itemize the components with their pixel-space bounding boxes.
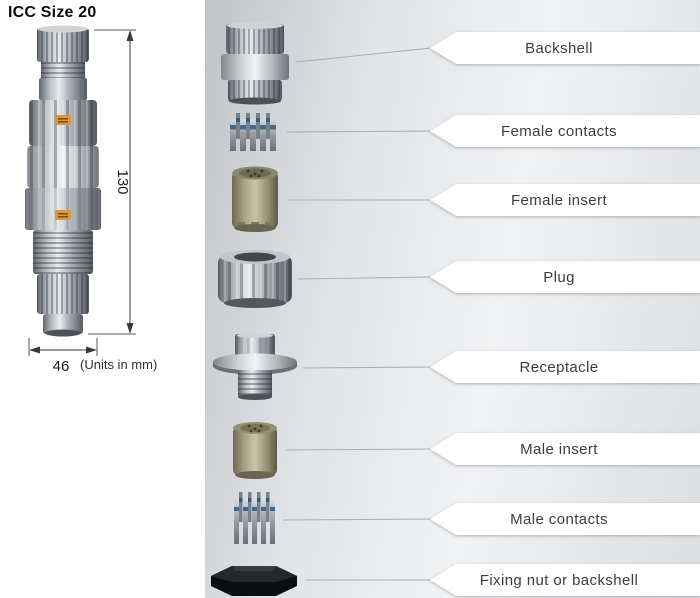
backshell-illustration (221, 22, 289, 105)
width-dimension (28, 338, 98, 356)
part-label: Male insert (430, 433, 700, 465)
width-dimension-value: 46 (53, 358, 70, 375)
callout-fixing-nut: Fixing nut or backshell (430, 564, 700, 596)
callout-plug: Plug (430, 261, 700, 293)
assembled-connector-illustration: 130 46 (25, 25, 136, 375)
female-insert-illustration (232, 166, 278, 232)
orange-marker-icon (55, 115, 71, 125)
part-label: Female insert (430, 184, 700, 216)
part-label: Backshell (430, 32, 700, 64)
callout-female-insert: Female insert (430, 184, 700, 216)
female-contacts-illustration (230, 113, 276, 151)
callout-male-insert: Male insert (430, 433, 700, 465)
part-label: Male contacts (430, 503, 700, 535)
part-label: Fixing nut or backshell (430, 564, 700, 596)
callout-female-contacts: Female contacts (430, 115, 700, 147)
part-label: Female contacts (430, 115, 700, 147)
page-title: ICC Size 20 (8, 4, 97, 21)
part-label: Plug (430, 261, 700, 293)
fixing-nut-illustration (211, 566, 297, 596)
male-insert-illustration (233, 422, 277, 479)
plug-illustration (218, 250, 292, 308)
units-note: (Units in mm) (80, 357, 158, 372)
height-dimension (88, 29, 136, 335)
callout-male-contacts: Male contacts (430, 503, 700, 535)
orange-marker-icon (55, 210, 71, 220)
part-label: Receptacle (430, 351, 700, 383)
callout-receptacle: Receptacle (430, 351, 700, 383)
receptacle-illustration (213, 333, 297, 400)
callout-backshell: Backshell (430, 32, 700, 64)
height-dimension-value: 130 (114, 169, 131, 194)
male-contacts-illustration (234, 492, 275, 544)
